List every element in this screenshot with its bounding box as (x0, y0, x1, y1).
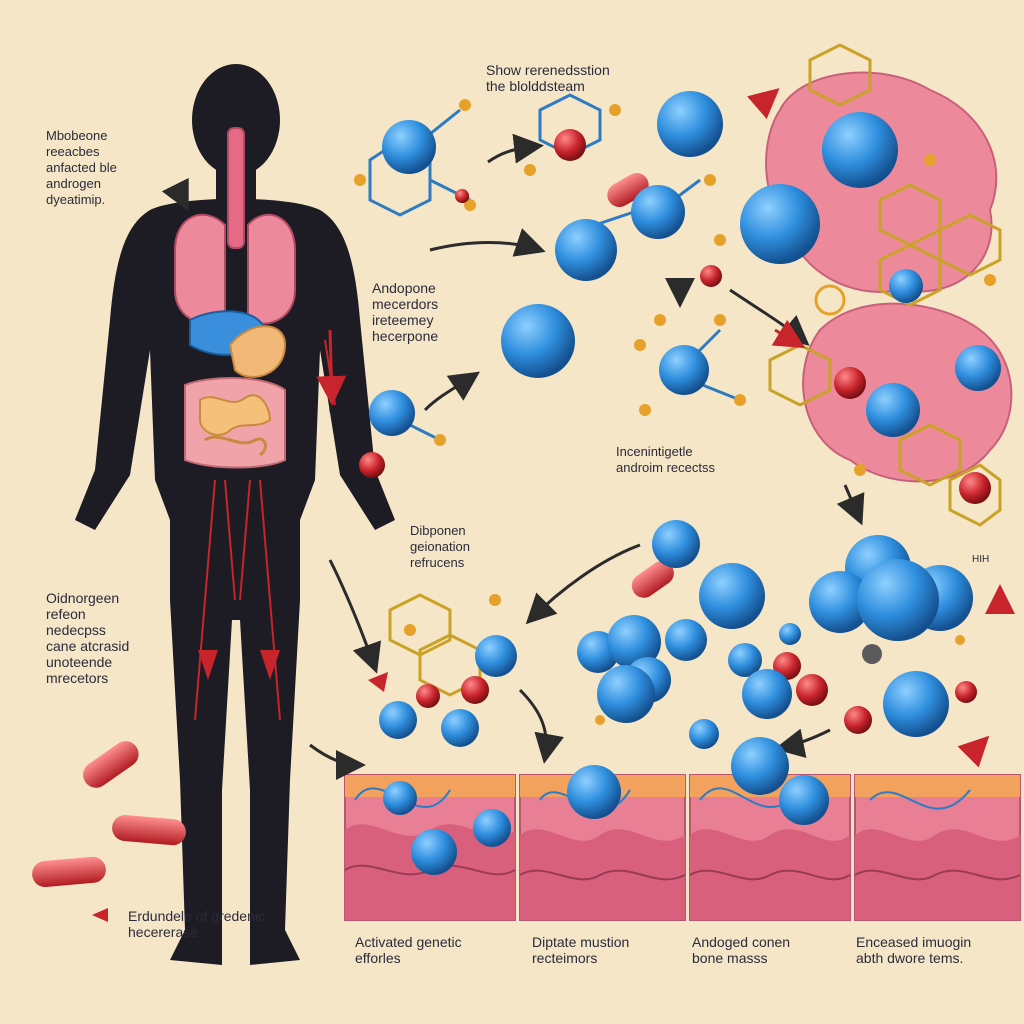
lungs-icon (174, 213, 226, 325)
stomach-icon (228, 325, 287, 378)
tissue-panel-4 (854, 774, 1021, 921)
trachea-icon (227, 127, 245, 249)
arrow-red-pointer (368, 672, 388, 692)
arrow-up-left (198, 650, 218, 680)
arrow-up-right (260, 650, 280, 680)
label-corner-tag: HIH (972, 554, 990, 565)
pill-icon (83, 741, 139, 788)
gold-ring-marker (814, 284, 846, 316)
pills (32, 173, 674, 888)
organs (174, 127, 336, 721)
receptor-spheres-blue (369, 91, 1001, 875)
tissue-blob-top (765, 71, 1013, 483)
bottom-note-arrow (92, 908, 108, 922)
flow-arrows (161, 88, 1015, 780)
